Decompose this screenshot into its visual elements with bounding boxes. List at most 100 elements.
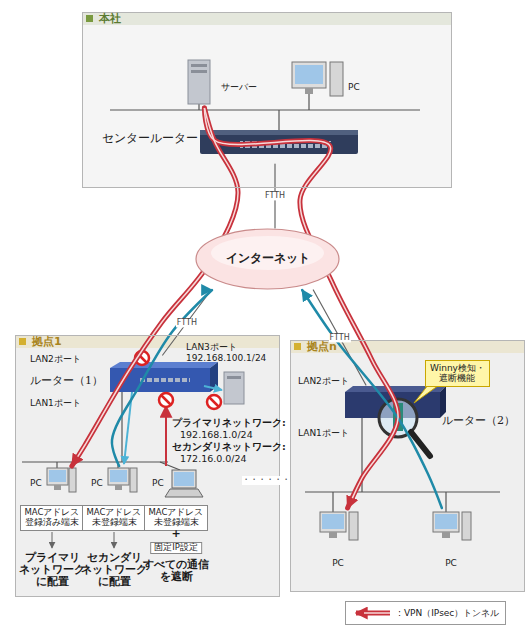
panel-title: 拠点n [307, 341, 337, 354]
pc-symbol [292, 62, 326, 88]
pc-node: PC [425, 508, 477, 572]
result-note: セカンダリ ネットワーク に配置 [81, 551, 147, 587]
label-anchor: LAN1ポート [30, 398, 81, 408]
node-label: PC [91, 478, 103, 488]
edge-label-anchor: FTTH [264, 191, 286, 200]
label-anchor: セカンダリネットワーク: [172, 442, 286, 453]
pc-symbol [108, 468, 129, 485]
prohibit-symbol [207, 395, 221, 409]
edge-label: FTTH [176, 318, 198, 327]
mac-status-box: MACアドレス 登録済み端末 [20, 505, 85, 531]
pc-symbol [69, 468, 76, 492]
lan-wire [305, 491, 500, 492]
server-symbol [191, 70, 207, 73]
laptop-symbol [172, 470, 196, 488]
label-anchor: セカンダリ ネットワーク に配置 [81, 551, 147, 587]
lan-wire [198, 104, 199, 110]
ip-address: 172.16.0.0/24 [180, 454, 247, 465]
mac-status-box: MACアドレス 未登録端末 [144, 505, 209, 531]
node-label: MACアドレス 登録済み端末 [25, 508, 80, 528]
pc-symbol [462, 512, 471, 540]
traffic-arrow [302, 290, 442, 508]
lan-wire [22, 461, 168, 462]
pc-symbol [320, 512, 346, 532]
legend-box: : VPN（IPsec）トンネル [345, 601, 506, 625]
feature-callout: Winny検知・遮断機能 [425, 360, 490, 387]
ellipsis-mark: ・・・・・・ [242, 476, 290, 485]
pc-symbol [110, 470, 127, 482]
prohibit-symbol [159, 393, 173, 407]
node-label: MACアドレス 未登録端末 [149, 508, 204, 528]
router-node: センタールーター [100, 120, 362, 164]
label-anchor: LAN2ポート [298, 376, 349, 386]
plus-sign: + [171, 528, 180, 541]
laptop-symbol [165, 489, 203, 497]
office-panel-ground [82, 12, 452, 188]
router-symbol [200, 130, 358, 135]
laptop-symbol [174, 472, 194, 486]
lan-wire [278, 110, 279, 130]
edge-label: FTTH [264, 191, 286, 200]
cloud-highlight [211, 236, 324, 270]
lan-wire [56, 462, 57, 468]
server-symbol [224, 372, 244, 404]
router-symbol [440, 386, 446, 418]
pc-symbol [305, 88, 313, 94]
node-label: PC [152, 478, 164, 488]
tunnel-core [78, 108, 398, 498]
office-panel: 本社サーバー PC センタールーター [82, 12, 452, 188]
setting-box: 固定IP設定 [150, 542, 202, 554]
label-anchor: LAN3ポート [186, 342, 237, 352]
laptop-node: PC [152, 466, 202, 504]
prohibit-symbol [161, 395, 171, 405]
office-panel-ground [86, 15, 93, 22]
branch-panel-ground [15, 335, 280, 597]
mac-status-box: MACアドレス 未登録端末 [82, 505, 147, 531]
pc-symbol [54, 485, 61, 490]
node-label: センタールーター [102, 132, 198, 146]
label-anchor: LAN1ポート [298, 428, 349, 438]
node-label: PC [30, 478, 42, 488]
label-anchor: ・・・・・・ [242, 476, 290, 485]
node-label: Winny検知・遮断機能 [430, 363, 485, 384]
port-label: LAN2ポート [298, 376, 349, 386]
internet-cloud: インターネット [195, 228, 340, 290]
node-label: インターネット [226, 252, 310, 266]
result-note: すべての通信 を遮断 [143, 558, 209, 582]
branch-panel-ground [15, 335, 525, 597]
label-anchor: 172.16.0.0/24 [180, 454, 247, 465]
label-anchor: 固定IP設定 [150, 542, 202, 554]
node-label: ルーター（1） [30, 375, 103, 388]
edge-label: FTTH [329, 333, 351, 342]
pc-node: PC [312, 508, 364, 572]
lan-wire [22, 94, 500, 512]
office-panel-ground [82, 12, 452, 188]
label-anchor: すべての通信 を遮断 [143, 558, 209, 582]
pc-symbol [295, 65, 323, 84]
lan-wire [160, 462, 180, 470]
node-label: PC [445, 558, 457, 568]
panel-title: 本社 [99, 13, 121, 26]
branch-panel-ground [19, 338, 26, 345]
traffic-arrow [114, 532, 115, 548]
lan-wire [110, 109, 420, 110]
node-label: PC [348, 82, 360, 92]
branch-panel-ground [290, 340, 525, 353]
pc-symbol [322, 514, 344, 529]
prohibit-symbol [159, 393, 173, 407]
prohibit-symbol [207, 395, 221, 409]
node-label: MACアドレス 未登録端末 [87, 508, 142, 528]
pc-symbol [130, 468, 137, 492]
pc-symbol [435, 514, 457, 529]
node-label: PC [332, 558, 344, 568]
traffic-arrow [52, 532, 53, 548]
ip-address: 192.168.100.1/24 [186, 353, 266, 363]
label-anchor: + [171, 528, 180, 541]
prohibit-symbol [209, 397, 219, 407]
legend-sample [350, 606, 394, 620]
legend-sample [364, 612, 390, 614]
network-label: セカンダリネットワーク: [172, 442, 286, 453]
port-label: LAN3ポート [186, 342, 237, 352]
pc-symbol [433, 512, 459, 532]
server-node: サーバー [185, 56, 277, 108]
